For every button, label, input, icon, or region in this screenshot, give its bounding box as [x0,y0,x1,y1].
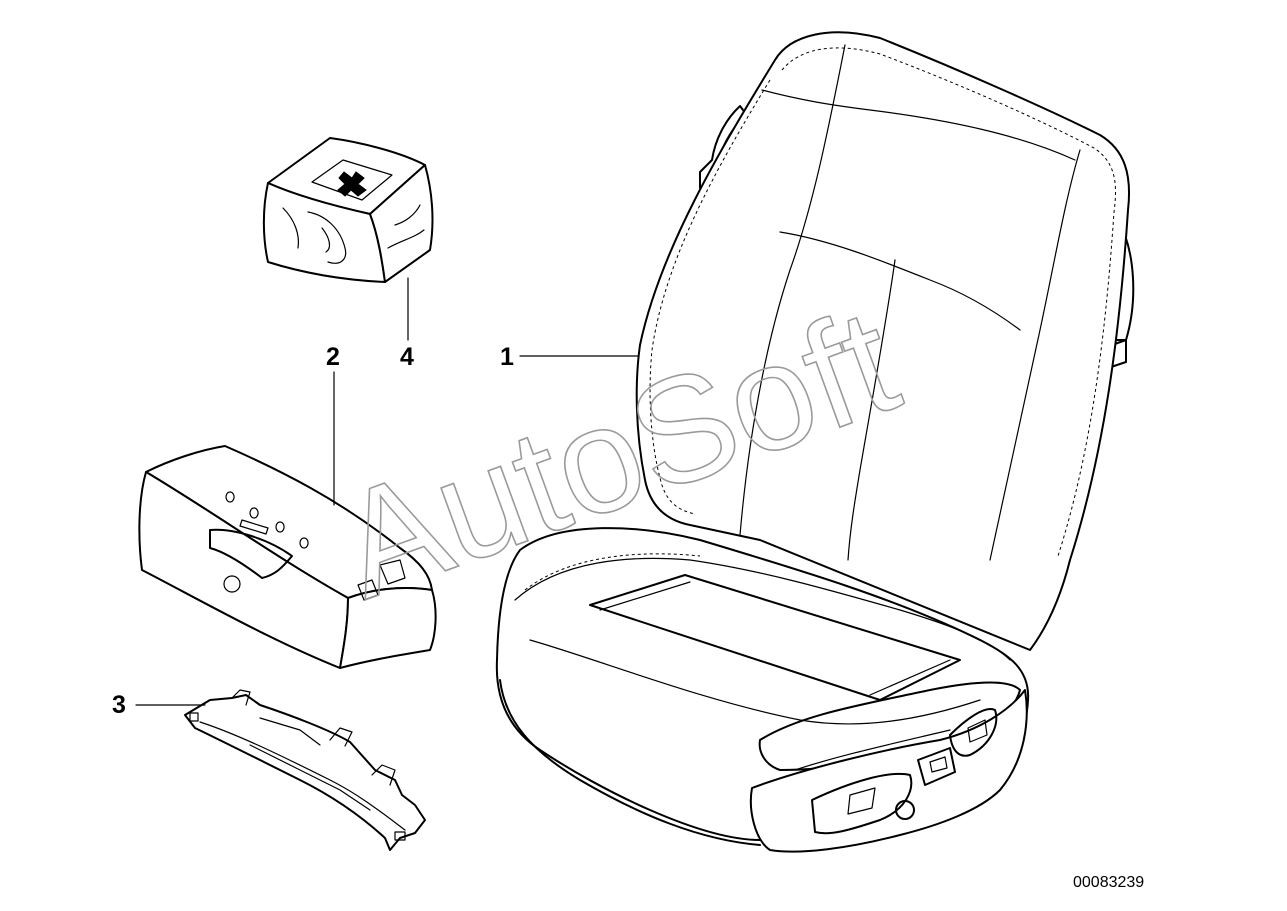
case-drawing [138,371,437,669]
seat-drawing [495,31,1135,853]
callout-bracket: 3 [112,691,126,719]
callout-case: 2 [326,343,340,371]
first-aid-kit-drawing [262,137,434,341]
bracket-drawing [135,689,426,851]
callout-first-aid-kit: 4 [400,343,414,371]
doc-number: 00083239 [1073,874,1144,891]
callout-seat: 1 [500,343,514,371]
